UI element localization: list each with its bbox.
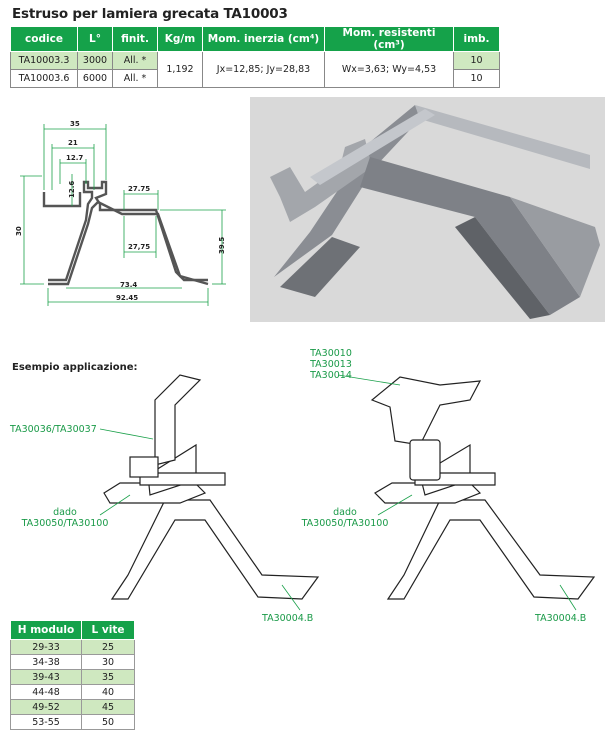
cell-codice: TA10003.3: [10, 51, 78, 70]
cell-h-modulo: 34-38: [10, 654, 82, 670]
cell-h-modulo: 44-48: [10, 684, 82, 700]
profile-render-image: [270, 105, 600, 319]
cell-finish: All. *: [112, 69, 158, 88]
callout-clamp-right-2: TA30013: [310, 359, 352, 370]
col-header-finish: finit.: [112, 26, 158, 52]
right-clamp: [370, 376, 482, 446]
profile-outline: [48, 180, 208, 282]
callout-dado-left: dado: [53, 507, 77, 518]
cell-pack: 10: [453, 69, 500, 88]
cell-l-vite: 40: [81, 684, 135, 700]
col-header-length: L°: [77, 26, 113, 52]
callout-dado-left-block: dado TA30050/TA30100: [10, 507, 120, 529]
left-profile: [110, 499, 320, 600]
callout-base-left: TA30004.B: [262, 613, 314, 624]
profile-render: [250, 97, 605, 322]
callout-dado-left-code: TA30050/TA30100: [21, 518, 109, 529]
module-table-header: H modulo L vite: [10, 620, 135, 640]
cell-l-vite: 50: [81, 714, 135, 730]
dim-12-7: 12.7: [66, 154, 83, 162]
cell-inertia: Jx=12,85; Jy=28,83: [202, 51, 325, 88]
page-title: Estruso per lamiera grecata TA10003: [12, 6, 288, 22]
col-header-resistance: Mom. resistenti (cm³): [324, 26, 454, 52]
callout-dado-right-code: TA30050/TA30100: [301, 518, 389, 529]
dim-12-6: 12.6: [68, 181, 76, 198]
cell-l-vite: 45: [81, 699, 135, 715]
dim-35: 35: [70, 120, 80, 128]
cell-h-modulo: 29-33: [10, 639, 82, 655]
dim-30: 30: [15, 226, 23, 236]
callout-dado-right: dado: [333, 507, 357, 518]
cell-length: 3000: [77, 51, 113, 70]
spec-table-header: codice L° finit. Kg/m Mom. inerzia (cm⁴)…: [10, 26, 500, 52]
profile-channel: [42, 192, 82, 208]
cell-resistance: Wx=3,63; Wy=4,53: [324, 51, 454, 88]
col-header-pack: imb.: [453, 26, 500, 52]
callout-base-right: TA30004.B: [535, 613, 587, 624]
col-header-inertia: Mom. inerzia (cm⁴): [202, 26, 325, 52]
callout-clamp-left: TA30036/TA30037: [10, 424, 97, 435]
application-drawings: [99, 374, 596, 611]
cell-h-modulo: 49-52: [10, 699, 82, 715]
dim-73-4: 73.4: [120, 281, 137, 289]
col-header-weight: Kg/m: [157, 26, 203, 52]
cell-h-modulo: 39-43: [10, 669, 82, 685]
right-profile: [386, 499, 596, 600]
col-header-l-vite: L vite: [81, 620, 135, 640]
col-header-codice: codice: [10, 26, 78, 52]
cell-l-vite: 35: [81, 669, 135, 685]
col-header-h-modulo: H modulo: [10, 620, 82, 640]
cell-l-vite: 30: [81, 654, 135, 670]
profile-outline-inner: [48, 200, 209, 286]
cell-weight: 1,192: [157, 51, 203, 88]
dim-27-75-bottom: 27,75: [128, 243, 150, 251]
profile-drawing: 35 21 12.7 12.6 27.75 27,75 30 39.5 73.4…: [15, 120, 226, 306]
cell-h-modulo: 53-55: [10, 714, 82, 730]
callout-clamp-right-3: TA30014: [310, 370, 352, 381]
cell-finish: All. *: [112, 51, 158, 70]
table-row: TA10003.6 6000 All. * 10: [10, 69, 500, 88]
spec-table: codice L° finit. Kg/m Mom. inerzia (cm⁴)…: [10, 26, 500, 88]
dim-39-5: 39.5: [218, 237, 226, 254]
dim-21: 21: [68, 139, 78, 147]
cell-codice: TA10003.6: [10, 69, 78, 88]
callout-clamp-right-1: TA30010: [310, 348, 352, 359]
application-label: Esempio applicazione:: [12, 362, 138, 373]
cell-l-vite: 25: [81, 639, 135, 655]
callout-dado-right-block: dado TA30050/TA30100: [290, 507, 400, 529]
table-row: TA10003.3 3000 All. * 1,192 Jx=12,85; Jy…: [10, 51, 500, 88]
callout-clamp-right-block: TA30010 TA30013 TA30014: [306, 348, 356, 381]
cell-pack: 10: [453, 51, 500, 70]
dim-92-45: 92.45: [116, 294, 138, 302]
cell-length: 6000: [77, 69, 113, 88]
dim-27-75-top: 27.75: [128, 185, 150, 193]
